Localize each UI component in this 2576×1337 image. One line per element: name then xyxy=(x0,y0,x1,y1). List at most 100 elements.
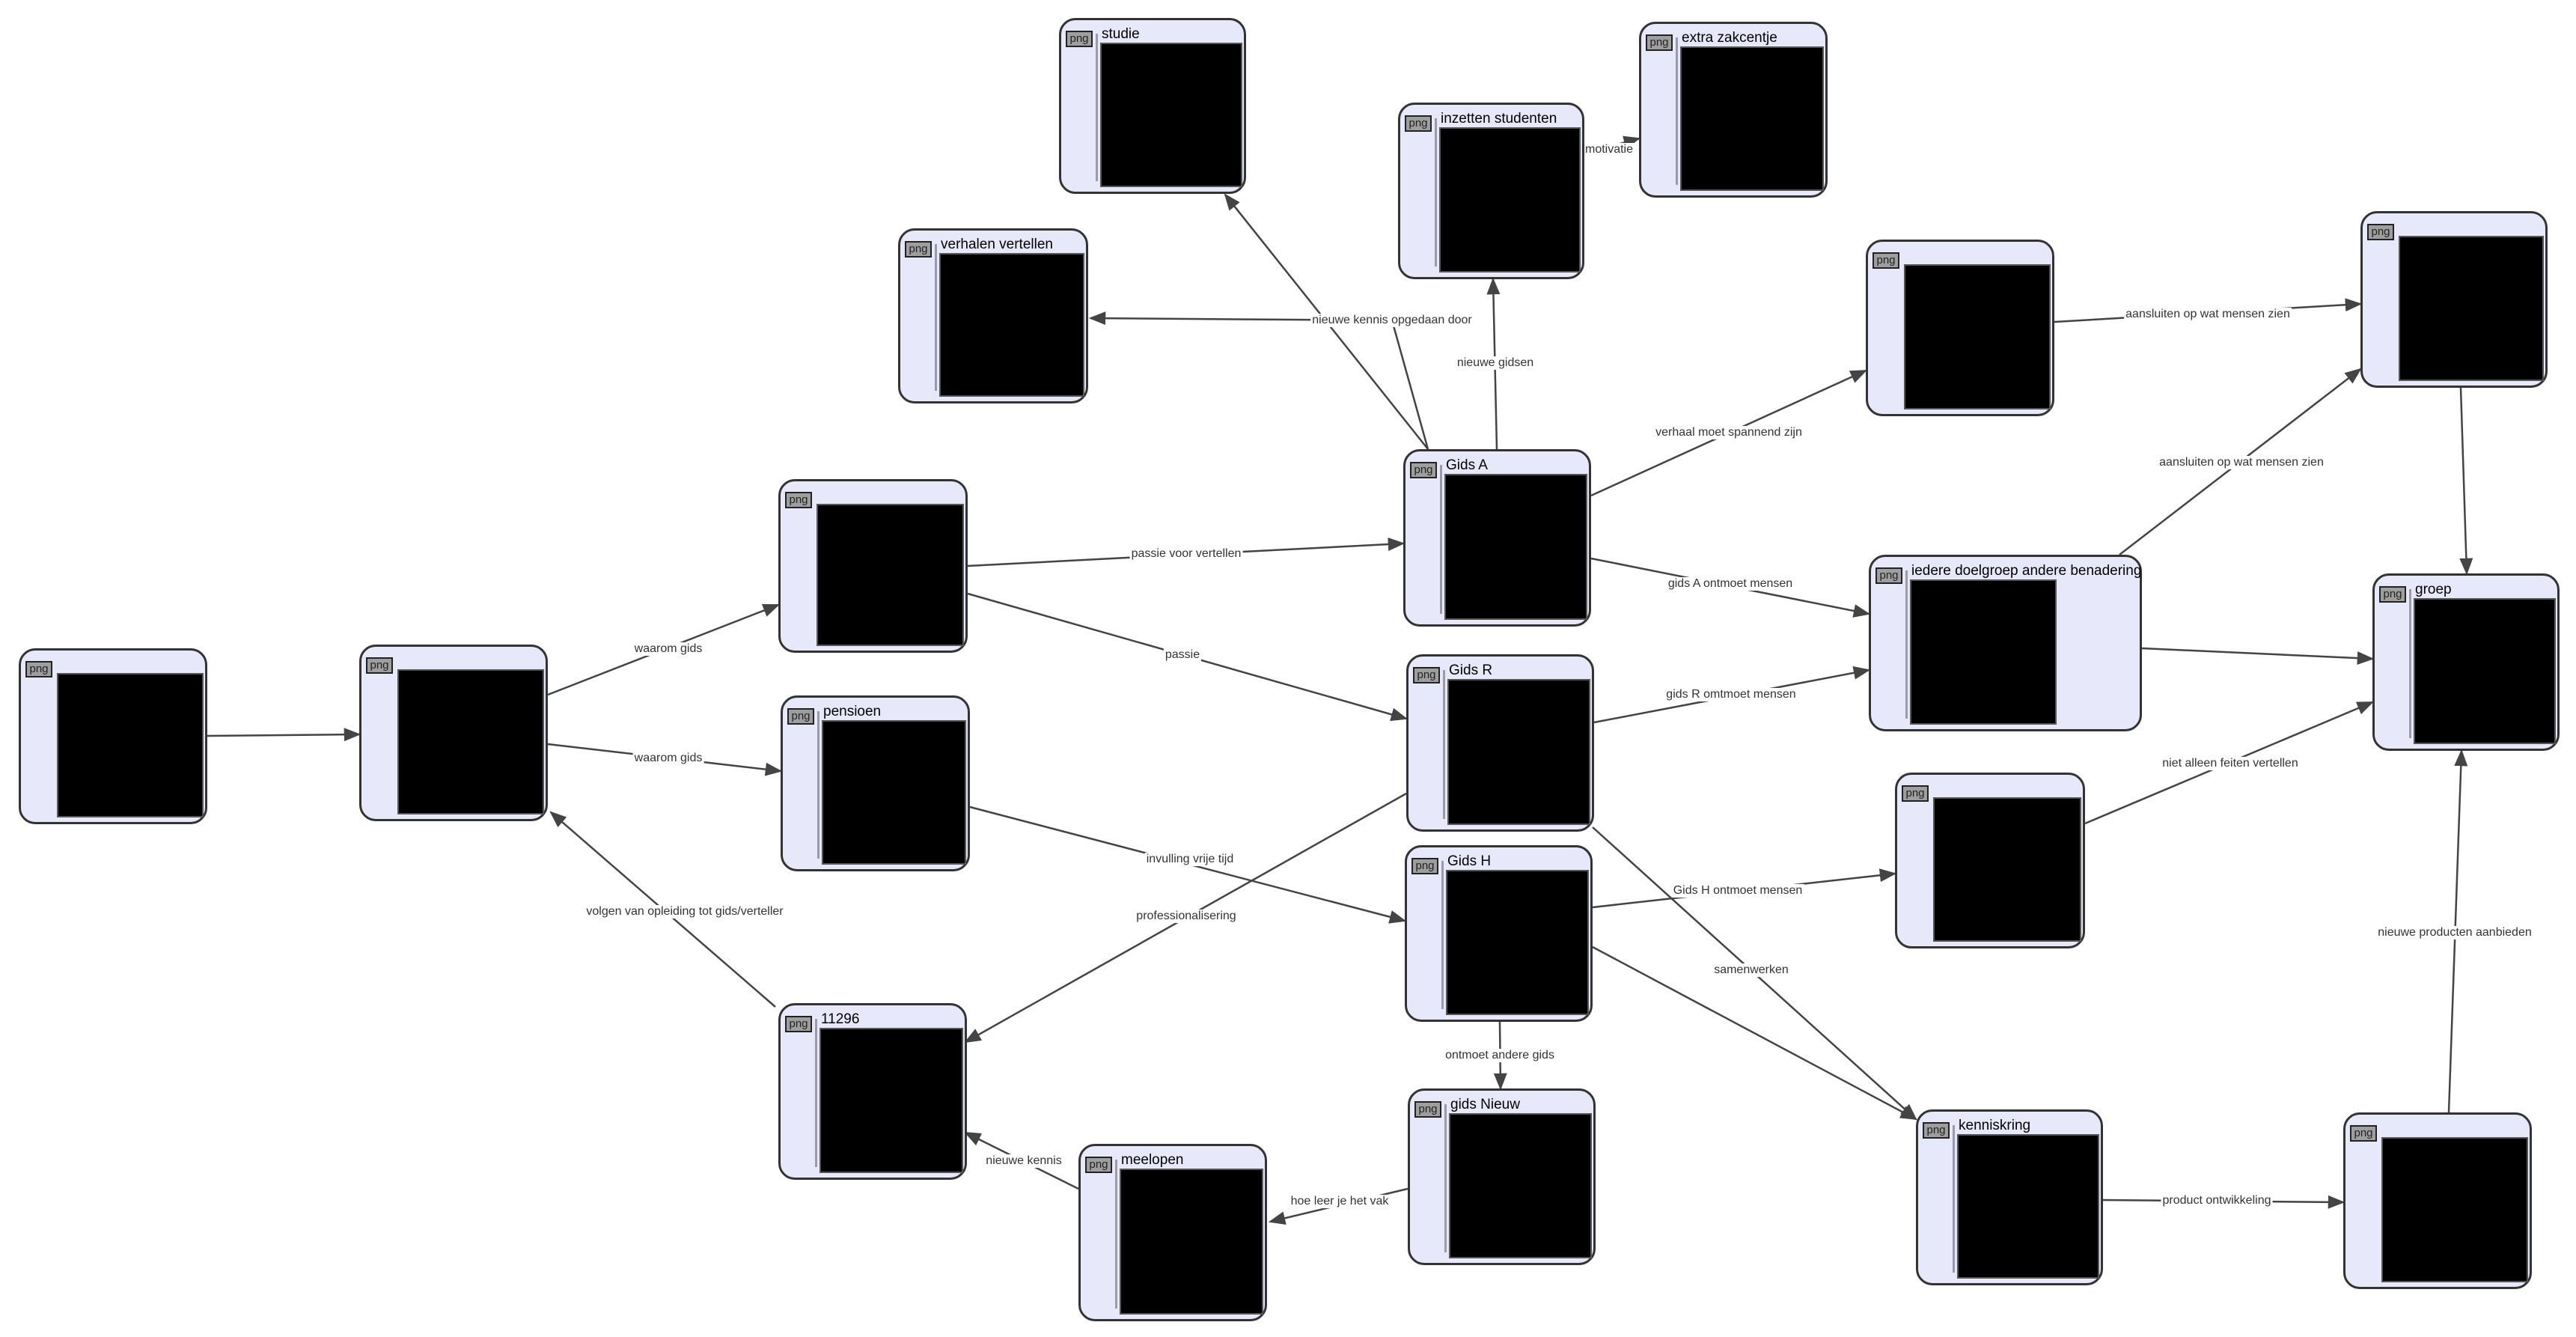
edge-label: verhaal moet spannend zijn xyxy=(1654,426,1804,439)
node-title: pensioen xyxy=(823,704,882,719)
image-file-icon: png xyxy=(1066,31,1093,47)
image-file-icon: png xyxy=(1873,252,1899,269)
node-title: groep xyxy=(2415,582,2452,597)
edge-label: niet alleen feiten vertellen xyxy=(2161,757,2300,770)
node-feiten[interactable]: png xyxy=(1895,773,2085,948)
image-file-icon: png xyxy=(2367,224,2394,240)
node-image xyxy=(1120,1169,1263,1315)
node-image xyxy=(1957,1134,2099,1279)
node-title: extra zakcentje xyxy=(1682,30,1777,46)
node-spannend[interactable]: png xyxy=(1866,240,2054,416)
node-start[interactable]: png xyxy=(19,648,207,824)
node-divider xyxy=(1905,570,1908,719)
edge-label: passie voor vertellen xyxy=(1129,547,1243,561)
node-title: gids Nieuw xyxy=(1450,1097,1520,1112)
node-title: verhalen vertellen xyxy=(941,237,1053,252)
image-file-icon: png xyxy=(1405,115,1432,132)
node-zien[interactable]: png xyxy=(2360,211,2548,388)
node-studie[interactable]: png studie xyxy=(1059,18,1246,194)
edge-label: gids A ontmoet mensen xyxy=(1666,577,1795,591)
node-divider xyxy=(1953,1125,1955,1273)
node-gidsH[interactable]: png Gids H xyxy=(1405,845,1593,1022)
node-title: kenniskring xyxy=(1959,1118,2031,1133)
node-product[interactable]: png xyxy=(2343,1112,2532,1289)
node-title: Gids R xyxy=(1449,663,1493,678)
edge-start-to-root[interactable] xyxy=(207,728,361,742)
image-file-icon: png xyxy=(1413,667,1440,683)
node-image xyxy=(1446,870,1589,1015)
node-image xyxy=(2399,236,2544,381)
edge-label: professionalisering xyxy=(1135,910,1238,923)
node-image xyxy=(1910,579,2057,725)
node-n11296[interactable]: png 11296 xyxy=(778,1003,967,1180)
edge-label: aansluiten op wat mensen zien xyxy=(2124,308,2292,321)
node-divider xyxy=(1676,37,1678,185)
image-file-icon: png xyxy=(787,708,814,725)
edge-label: nieuwe producten aanbieden xyxy=(2376,926,2533,939)
image-file-icon: png xyxy=(785,492,812,508)
node-image xyxy=(1444,474,1587,620)
node-title: studie xyxy=(1102,26,1140,42)
edge-label: passie xyxy=(1163,648,1202,662)
node-gidsNieuw[interactable]: png gids Nieuw xyxy=(1408,1088,1596,1265)
edge-zien-to-groep[interactable] xyxy=(2459,387,2473,576)
node-image xyxy=(2381,1137,2528,1282)
node-image xyxy=(822,720,966,865)
edge-gidsH-to-kenniskring[interactable] xyxy=(1592,945,1917,1121)
node-image xyxy=(1439,127,1581,272)
node-image xyxy=(817,504,964,646)
node-image xyxy=(820,1028,963,1173)
node-root[interactable]: png xyxy=(359,645,548,821)
image-file-icon: png xyxy=(1414,1101,1441,1118)
image-file-icon: png xyxy=(1646,34,1673,51)
edge-label: waarom gids xyxy=(632,642,704,656)
image-file-icon: png xyxy=(1085,1157,1112,1173)
node-divider xyxy=(1444,1104,1447,1252)
image-file-icon: png xyxy=(1902,785,1929,802)
node-image xyxy=(1447,679,1590,825)
node-image xyxy=(1904,264,2051,409)
edge-label: gids R omtmoet mensen xyxy=(1664,688,1798,701)
edge-label: nieuwe gidsen xyxy=(1455,356,1536,370)
node-gidsR[interactable]: png Gids R xyxy=(1406,654,1594,832)
image-file-icon: png xyxy=(1411,858,1438,874)
node-passion[interactable]: png xyxy=(778,479,968,653)
node-divider xyxy=(2409,589,2411,738)
edge-iedere-to-groep[interactable] xyxy=(2141,647,2375,666)
edge-label: waarom gids xyxy=(632,752,704,765)
image-file-icon: png xyxy=(1410,462,1437,478)
node-image xyxy=(939,253,1084,397)
node-title: meelopen xyxy=(1121,1152,1184,1168)
node-title: Gids H xyxy=(1447,853,1492,869)
edge-label: nieuwe kennis xyxy=(984,1154,1063,1168)
node-image xyxy=(1100,43,1242,187)
node-divider xyxy=(1096,34,1098,181)
edge-label: samenwerken xyxy=(1712,963,1790,977)
node-divider xyxy=(1435,118,1437,267)
node-extra[interactable]: png extra zakcentje xyxy=(1639,22,1828,198)
edge-label: Gids H ontmoet mensen xyxy=(1671,884,1804,898)
edge-label: aansluiten op wat mensen zien xyxy=(2158,456,2325,469)
image-file-icon: png xyxy=(785,1016,812,1032)
edge-label: motivatie xyxy=(1583,143,1635,156)
node-image xyxy=(1449,1113,1592,1258)
node-meelopen[interactable]: png meelopen xyxy=(1078,1144,1267,1321)
edge-gidsA-to-verhalen[interactable] xyxy=(1088,311,1429,450)
node-inzetten[interactable]: png inzetten studenten xyxy=(1398,103,1584,279)
edge-label: ontmoet andere gids xyxy=(1444,1049,1556,1062)
node-title: inzetten studenten xyxy=(1441,111,1557,127)
node-image xyxy=(57,673,204,817)
node-title: 11296 xyxy=(821,1011,860,1027)
edge-label: hoe leer je het vak xyxy=(1289,1195,1391,1208)
node-image xyxy=(1933,797,2081,942)
node-divider xyxy=(817,711,820,859)
node-divider xyxy=(935,244,937,391)
image-file-icon: png xyxy=(1875,567,1902,584)
node-pensioen[interactable]: png pensioen xyxy=(781,695,970,871)
